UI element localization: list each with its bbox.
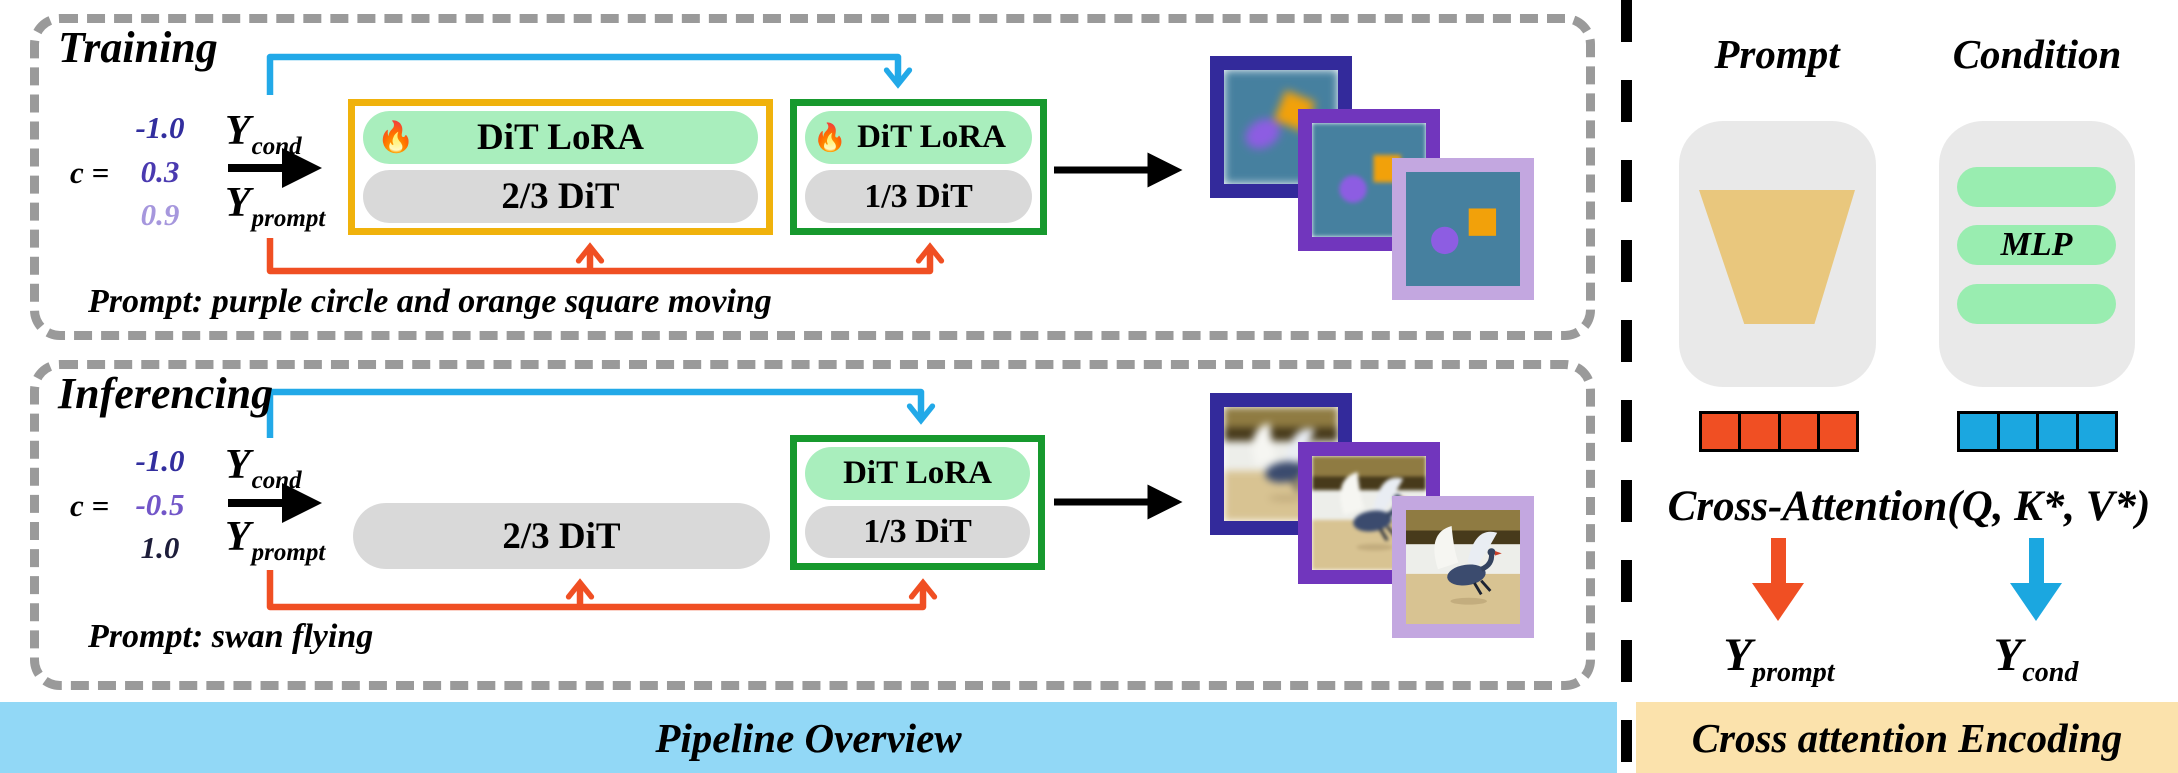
swan-image-sharp [1406,510,1520,624]
training-section-frame [30,14,1595,340]
training-dit-lora-pill-1: 🔥 DiT LoRA [363,111,758,164]
training-c-value-3: 0.9 [140,197,180,232]
inferencing-title: Inferencing [58,369,274,418]
training-dit-13-pill: 1/3 DiT [805,170,1032,223]
prompt-down-arrowhead [1752,583,1804,621]
training-c-label: c = [70,155,110,190]
training-frozen-lora-block: 🔥 DiT LoRA 2/3 DiT [348,99,773,235]
condition-down-arrow [2029,538,2044,585]
inferencing-section-frame [30,360,1595,690]
inferencing-result-frame-1 [1210,393,1352,535]
mlp-layer-pill-top [1957,167,2116,207]
inferencing-c-value-3: 1.0 [140,530,180,565]
cross-attention-formula: Cross-Attention(Q, K*, V*) [1667,483,2151,530]
inferencing-y-prompt-label: Yprompt [225,514,326,566]
inferencing-y-cond-label: Ycond [225,442,302,494]
inferencing-prompt-text: Prompt: swan flying [88,618,374,655]
prompt-column-header: Prompt [1714,31,1840,77]
prompt-down-arrow [1771,538,1786,585]
fire-icon: 🔥 [377,120,415,154]
training-prompt-text: Prompt: purple circle and orange square … [88,283,772,320]
section-divider-dashed-line [1621,0,1632,773]
training-dit-lora-pill-2: 🔥 DiT LoRA [805,111,1032,164]
condition-token-bar [1957,411,2118,452]
pipeline-overview-banner: Pipeline Overview [0,702,1617,773]
training-dit-23-pill: 2/3 DiT [363,170,758,223]
training-c-value-2: 0.3 [140,154,180,189]
training-y-prompt-label: Yprompt [225,180,326,232]
condition-down-arrowhead [2010,583,2062,621]
condition-encoder-box: MLP [1939,121,2135,387]
training-trained-lora-block: 🔥 DiT LoRA 1/3 DiT [790,99,1047,235]
inferencing-dit-13-pill: 1/3 DiT [805,505,1030,558]
inferencing-result-frame-3 [1392,496,1534,638]
mlp-layer-pill-bottom [1957,284,2116,324]
prompt-token-bar [1699,411,1859,452]
inferencing-dit-lora-pill: DiT LoRA [805,447,1030,500]
inferencing-c-label: c = [70,488,110,523]
training-result-frame-3 [1392,158,1534,300]
inferencing-dit-23-pill: 2/3 DiT [353,503,770,569]
encoding-y-prompt-label: Yprompt [1723,629,1835,688]
condition-column-header: Condition [1952,31,2122,77]
inferencing-c-value-1: -1.0 [135,443,185,478]
encoding-y-cond-label: Ycond [1993,629,2079,688]
fire-icon: 🔥 [813,122,847,152]
training-c-value-1: -1.0 [135,110,185,145]
mlp-layer-pill-middle: MLP [1957,225,2116,265]
training-y-cond-label: Ycond [225,108,302,160]
inferencing-c-value-2: -0.5 [135,487,185,522]
inferencing-lora-block: DiT LoRA 1/3 DiT [790,435,1045,570]
cross-attention-encoding-banner: Cross attention Encoding [1636,702,2178,773]
training-title: Training [58,23,218,72]
shapes-image-sharp [1406,172,1520,286]
